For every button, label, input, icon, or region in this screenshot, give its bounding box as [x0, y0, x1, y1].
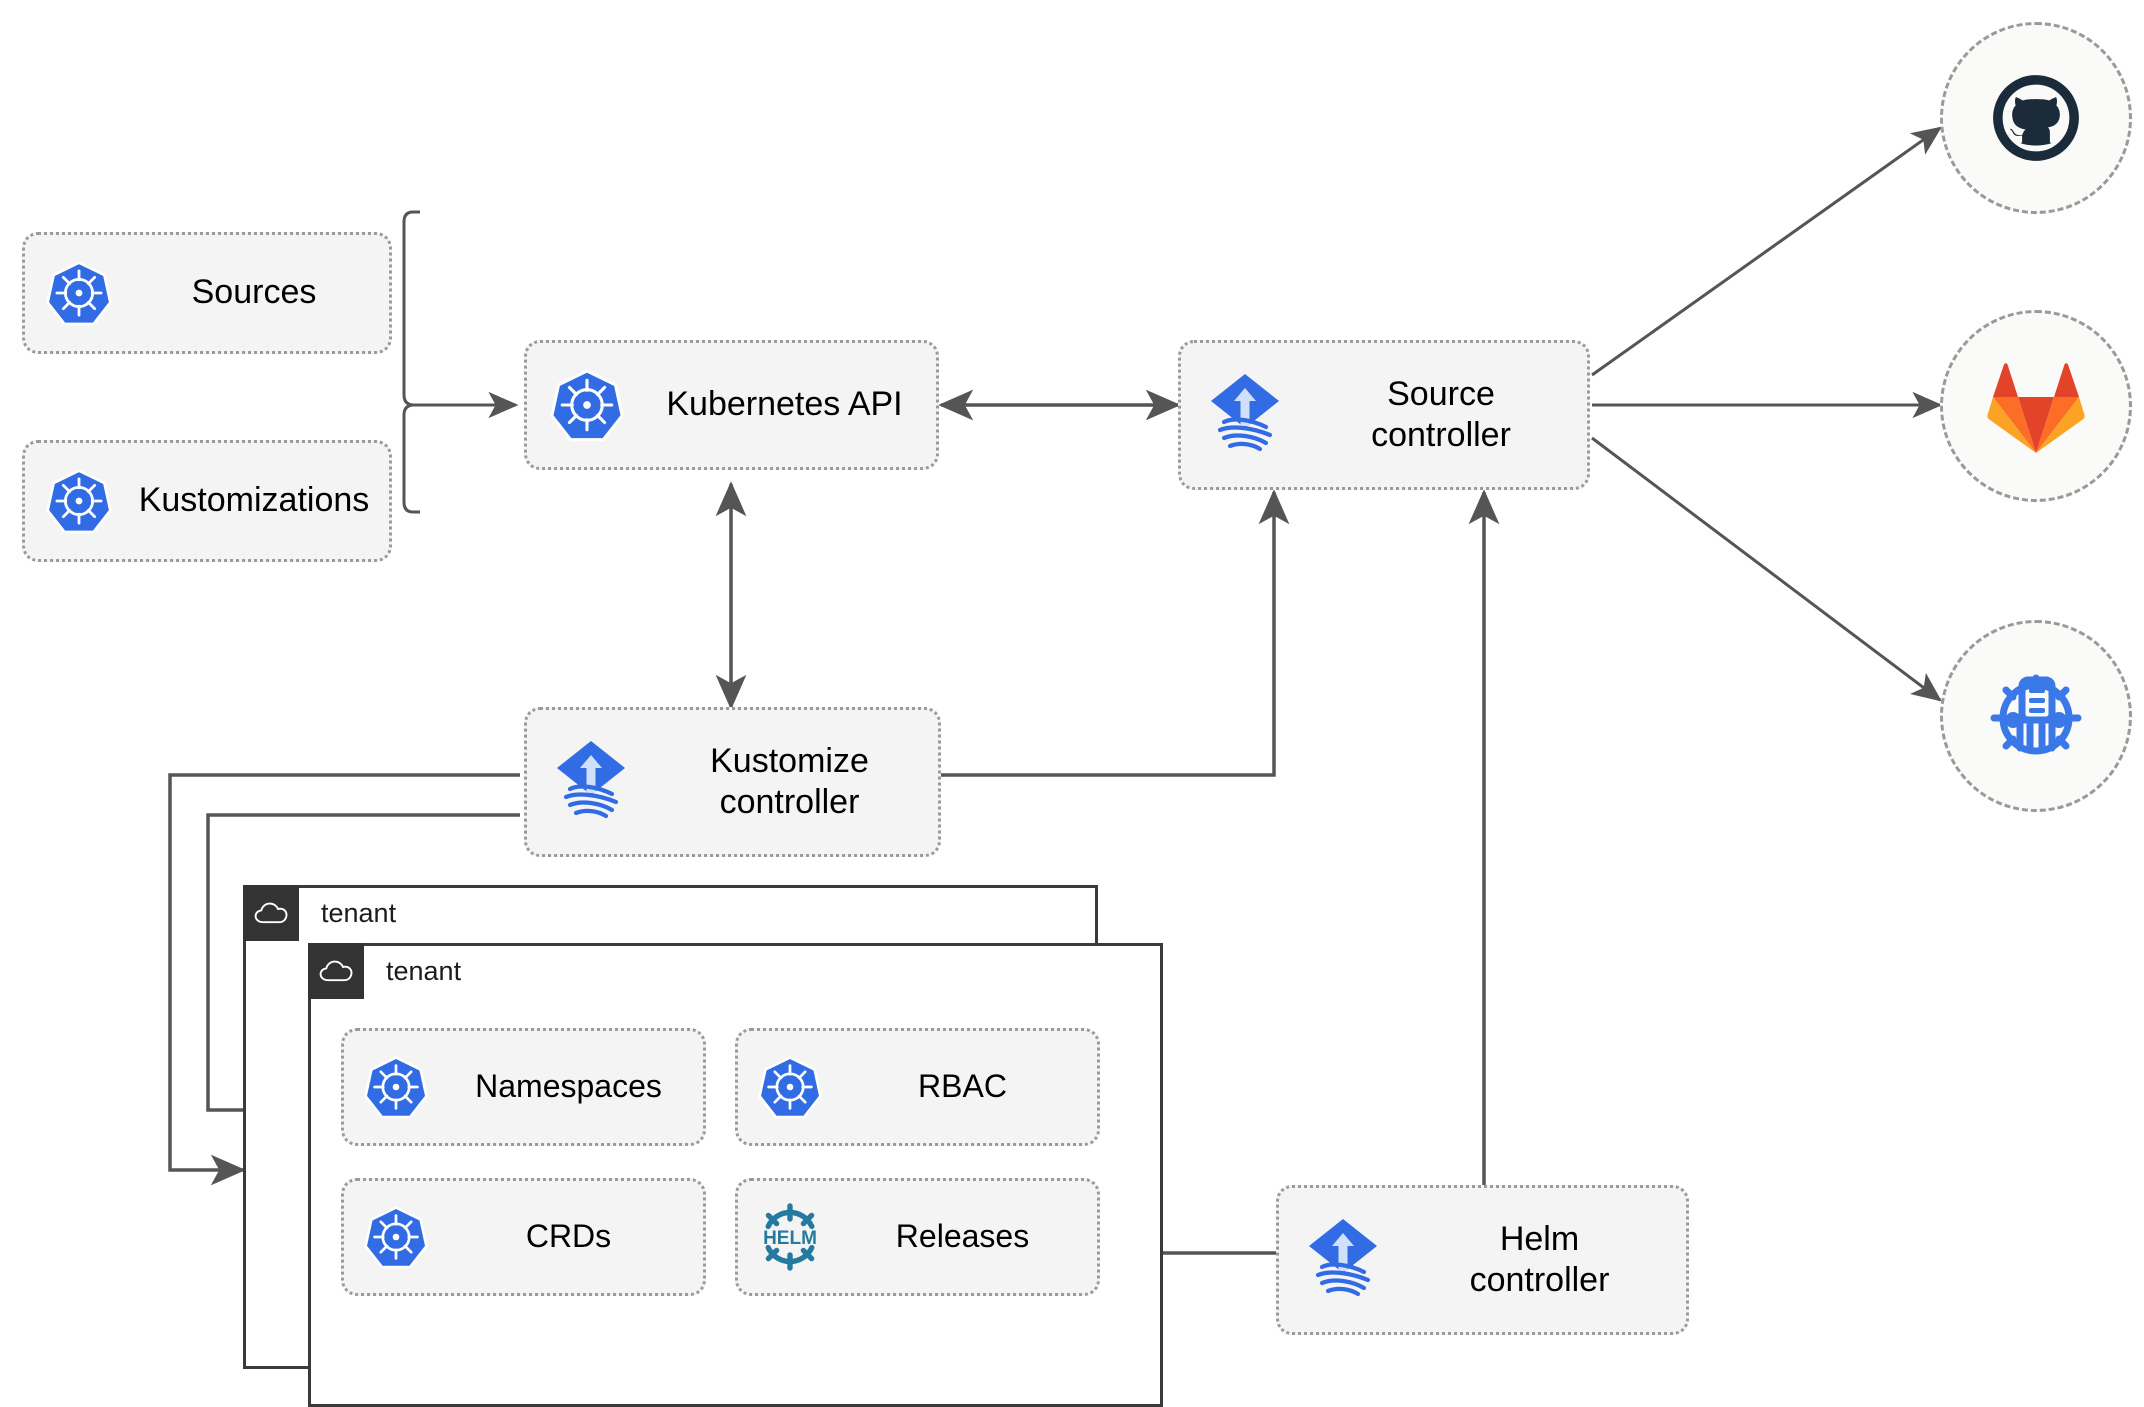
tenant-label-front: tenant: [386, 955, 462, 986]
tenant-label-back: tenant: [321, 897, 397, 928]
tenant-container-front: tenant: [308, 943, 1163, 1407]
flux-icon: [527, 737, 655, 827]
node-kubernetes-api[interactable]: Kubernetes API: [524, 340, 939, 470]
edge-resources-to-kubernetes-api: [402, 210, 519, 514]
cloud-glyph: [319, 960, 353, 982]
gitlab-icon: [1987, 363, 2085, 453]
flux-glyph: [557, 741, 625, 819]
edge-source-controller-github: [1591, 126, 1942, 377]
kubernetes-glyph: [550, 369, 624, 442]
kubernetes-icon: [25, 260, 133, 326]
kubernetes-glyph: [758, 1056, 822, 1119]
kubernetes-glyph: [364, 1056, 428, 1119]
kubernetes-icon: [25, 468, 133, 534]
cloud-icon: [243, 885, 299, 941]
endpoint-gitlab[interactable]: [1940, 310, 2132, 502]
kubernetes-glyph: [46, 469, 112, 534]
node-releases[interactable]: HELM Releases: [735, 1178, 1100, 1296]
github-icon: [1993, 75, 2079, 161]
node-label-kubernetes-api: Kubernetes API: [666, 385, 903, 424]
kubernetes-icon: [344, 1205, 448, 1269]
kubernetes-glyph: [46, 261, 112, 326]
node-namespaces[interactable]: Namespaces: [341, 1028, 706, 1146]
edge-kustomize-controller-source-controller: [941, 489, 1290, 777]
node-helm-controller[interactable]: Helm controller: [1276, 1185, 1689, 1335]
node-sources[interactable]: Sources: [22, 232, 392, 354]
kubernetes-icon: [527, 368, 647, 442]
node-label-namespaces: Namespaces: [475, 1068, 662, 1105]
node-kustomizations[interactable]: Kustomizations: [22, 440, 392, 562]
node-label-source-controller: Source controller: [1371, 374, 1511, 454]
edge-source-controller-helm-repository: [1591, 436, 1942, 702]
flux-glyph: [1309, 1219, 1377, 1297]
node-label-helm-controller: Helm controller: [1469, 1219, 1610, 1299]
endpoint-github[interactable]: [1940, 22, 2132, 214]
node-label-releases: Releases: [895, 1218, 1030, 1255]
helm-repository-icon: [1990, 674, 2082, 755]
helm-glyph: HELM: [763, 1203, 817, 1271]
endpoint-helm-repository[interactable]: [1940, 620, 2132, 812]
helm-icon: HELM: [738, 1199, 842, 1275]
tenant-header-front: tenant: [308, 943, 461, 999]
cloud-glyph: [254, 902, 288, 924]
cloud-icon: [308, 943, 364, 999]
kubernetes-glyph: [364, 1206, 428, 1269]
node-label-kustomizations: Kustomizations: [138, 481, 370, 520]
helm-wordmark: HELM: [763, 1228, 817, 1249]
node-crds[interactable]: CRDs: [341, 1178, 706, 1296]
node-label-rbac: RBAC: [918, 1068, 1007, 1105]
kubernetes-icon: [344, 1055, 448, 1119]
node-kustomize-controller[interactable]: Kustomize controller: [524, 707, 941, 857]
kubernetes-icon: [738, 1055, 842, 1119]
node-label-crds: CRDs: [525, 1218, 612, 1255]
tenant-header-back: tenant: [243, 885, 396, 941]
node-label-sources: Sources: [191, 273, 317, 312]
flux-icon: [1181, 370, 1309, 460]
flux-glyph: [1211, 374, 1279, 452]
node-rbac[interactable]: RBAC: [735, 1028, 1100, 1146]
node-label-kustomize-controller: Kustomize controller: [710, 741, 869, 821]
node-source-controller[interactable]: Source controller: [1178, 340, 1590, 490]
flux-icon: [1279, 1215, 1407, 1305]
